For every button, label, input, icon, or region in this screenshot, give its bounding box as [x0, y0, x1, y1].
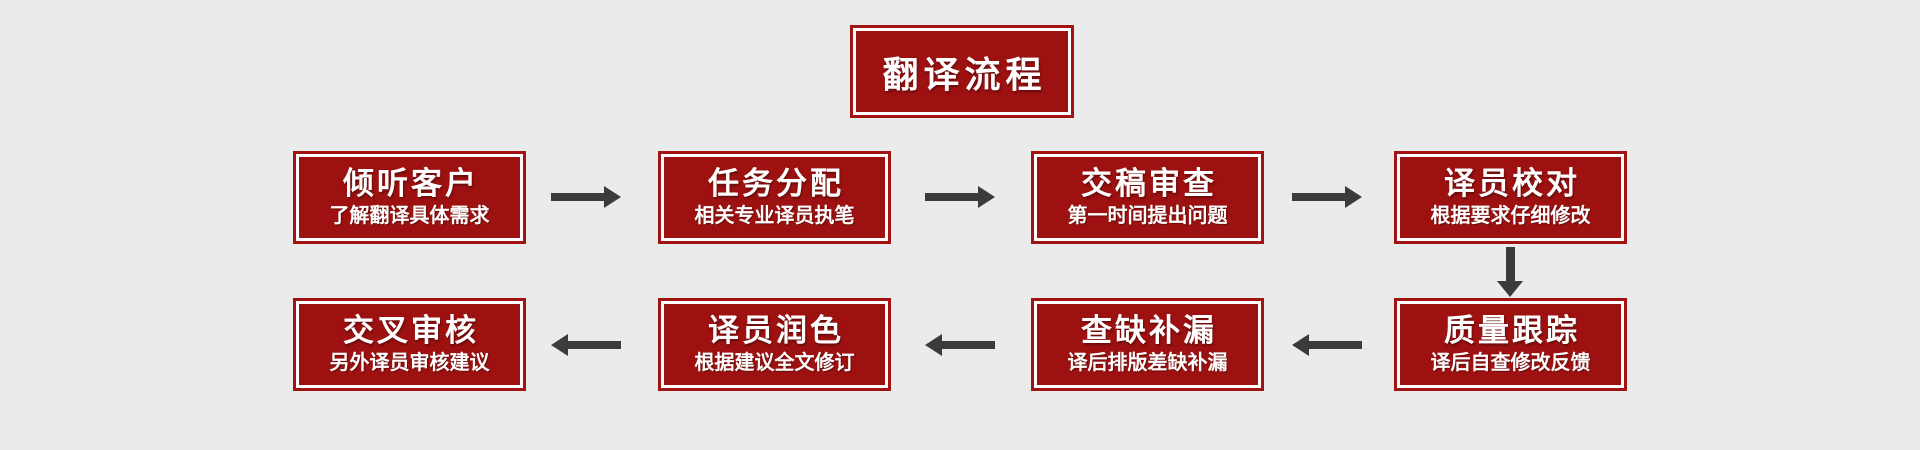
- flow-node-title: 交叉审核: [343, 313, 479, 349]
- arrow-right-icon: [925, 186, 995, 208]
- flow-node-cross-review: 交叉审核 另外译员审核建议: [293, 298, 526, 391]
- arrow-right-icon: [1292, 186, 1362, 208]
- flow-node-gap-filling: 查缺补漏 译后排版差缺补漏: [1031, 298, 1264, 391]
- flow-node-subtitle: 了解翻译具体需求: [329, 204, 490, 227]
- flow-node-title: 倾听客户: [343, 166, 479, 202]
- flow-node-subtitle: 相关专业译员执笔: [694, 204, 855, 227]
- arrow-down-icon: [1497, 247, 1523, 297]
- flow-node-task-assignment: 任务分配 相关专业译员执笔: [658, 151, 891, 244]
- flow-node-draft-review: 交稿审查 第一时间提出问题: [1031, 151, 1264, 244]
- flow-node-translator-polish: 译员润色 根据建议全文修订: [658, 298, 891, 391]
- flow-node-title: 译员润色: [708, 313, 844, 349]
- arrow-left-icon: [1292, 334, 1362, 356]
- flow-node-subtitle: 根据要求仔细修改: [1430, 204, 1591, 227]
- flow-node-subtitle: 第一时间提出问题: [1067, 204, 1228, 227]
- flow-node-title: 交稿审查: [1081, 166, 1217, 202]
- flow-node-title: 质量跟踪: [1444, 313, 1580, 349]
- flow-node-subtitle: 根据建议全文修订: [694, 351, 855, 374]
- flow-node-subtitle: 译后排版差缺补漏: [1067, 351, 1228, 374]
- flow-node-subtitle: 译后自查修改反馈: [1430, 351, 1591, 374]
- flow-node-title: 查缺补漏: [1081, 313, 1217, 349]
- flow-node-listen-customer: 倾听客户 了解翻译具体需求: [293, 151, 526, 244]
- flow-node-subtitle: 另外译员审核建议: [329, 351, 490, 374]
- diagram-title: 翻译流程: [882, 53, 1047, 95]
- arrow-right-icon: [551, 186, 621, 208]
- flow-node-title: 译员校对: [1444, 166, 1580, 202]
- flow-node-quality-tracking: 质量跟踪 译后自查修改反馈: [1394, 298, 1627, 391]
- flow-node-title: 任务分配: [708, 166, 844, 202]
- diagram-title-box: 翻译流程: [850, 25, 1074, 118]
- arrow-left-icon: [925, 334, 995, 356]
- arrow-left-icon: [551, 334, 621, 356]
- flow-node-translator-proofread: 译员校对 根据要求仔细修改: [1394, 151, 1627, 244]
